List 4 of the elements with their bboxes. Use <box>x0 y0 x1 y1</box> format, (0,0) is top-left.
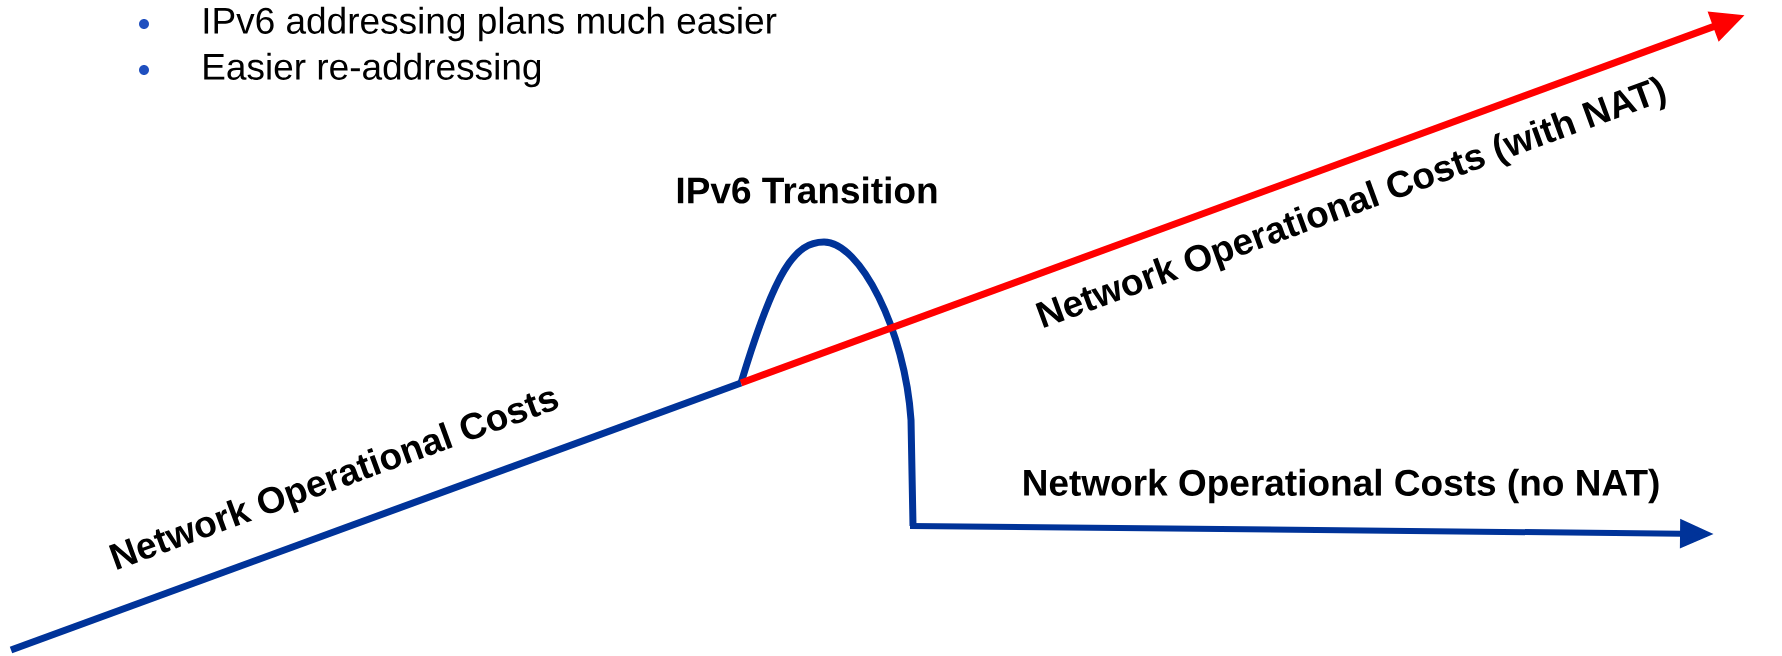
line-label: Network Operational Costs (no NAT) <box>1024 468 1659 504</box>
bullet-text: IPv6 addressing plans much easier <box>204 6 777 42</box>
heading-text: IPv6 Transition <box>677 176 937 204</box>
bullet-text: Easier re-addressing <box>204 52 541 88</box>
